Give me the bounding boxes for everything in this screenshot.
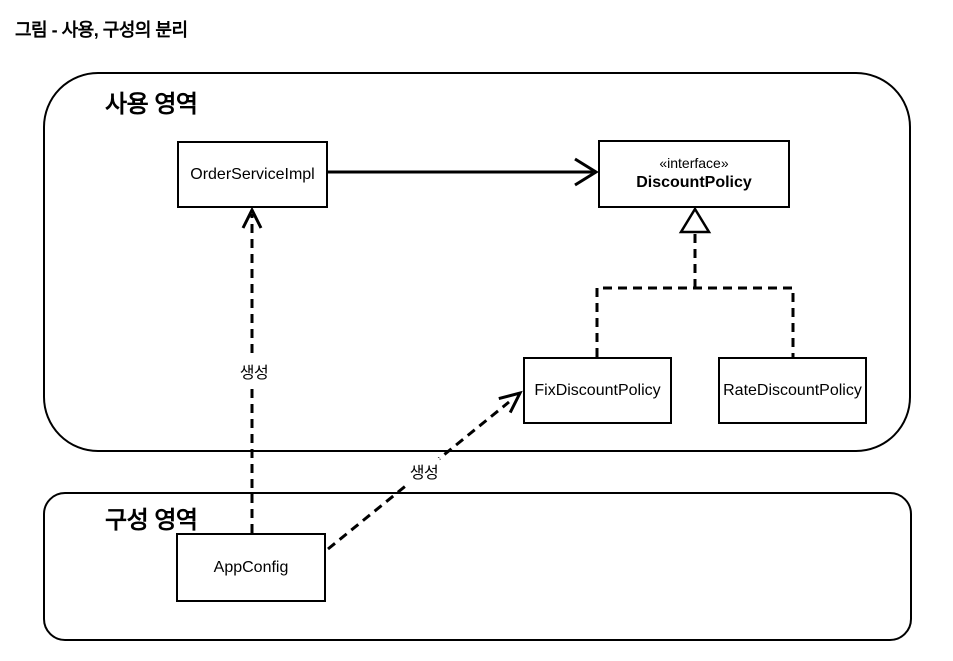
- class-name-label: OrderServiceImpl: [190, 165, 315, 183]
- class-box-app-config: AppConfig: [176, 533, 326, 602]
- stereotype-label: «interface»: [659, 155, 729, 172]
- interface-name-label: DiscountPolicy: [636, 173, 752, 191]
- class-box-fix-discount-policy: FixDiscountPolicy: [523, 357, 672, 424]
- region-config-label: 구성 영역: [105, 507, 198, 534]
- edge-label-create-fixdiscount: 생성: [407, 458, 441, 484]
- interface-box-discount-policy: «interface» DiscountPolicy: [598, 140, 790, 208]
- class-box-order-service-impl: OrderServiceImpl: [177, 141, 328, 208]
- diagram-title: 그림 - 사용, 구성의 분리: [15, 20, 188, 40]
- class-name-label: AppConfig: [213, 558, 289, 576]
- class-box-rate-discount-policy: RateDiscountPolicy: [718, 357, 867, 424]
- class-name-label: RateDiscountPolicy: [723, 381, 862, 399]
- edge-label-create-orderservice: 생성: [237, 358, 271, 384]
- region-usage-label: 사용 영역: [105, 91, 198, 118]
- class-name-label: FixDiscountPolicy: [534, 381, 661, 399]
